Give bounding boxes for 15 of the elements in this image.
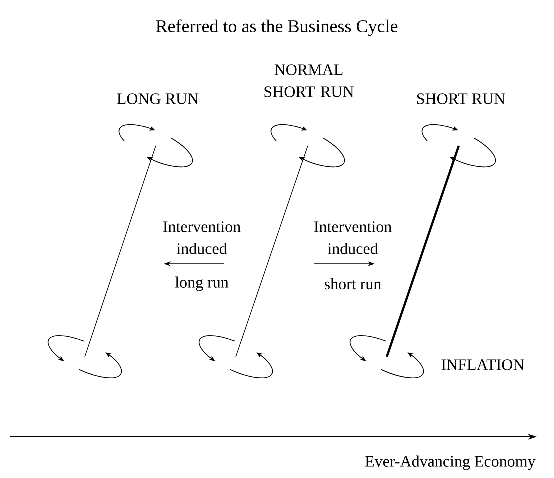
- label: short run: [325, 278, 382, 290]
- spring-line: [84, 146, 156, 358]
- cycle-ellipse: [118, 124, 194, 168]
- spring-line: [386, 146, 460, 358]
- cycle-ellipse: [422, 124, 496, 168]
- cycle-ellipse: [270, 124, 346, 168]
- cycle-ellipse: [48, 335, 122, 379]
- label: Intervention induced: [163, 222, 241, 254]
- title: Referred to as the Business Cycle: [156, 20, 398, 36]
- cycle-ellipse: [198, 335, 274, 379]
- label: Ever-Advancing Economy: [366, 456, 536, 470]
- spring-line: [236, 146, 308, 358]
- cycle-ellipse: [350, 335, 424, 379]
- label: long run: [175, 276, 229, 292]
- label: Intervention induced: [314, 222, 392, 254]
